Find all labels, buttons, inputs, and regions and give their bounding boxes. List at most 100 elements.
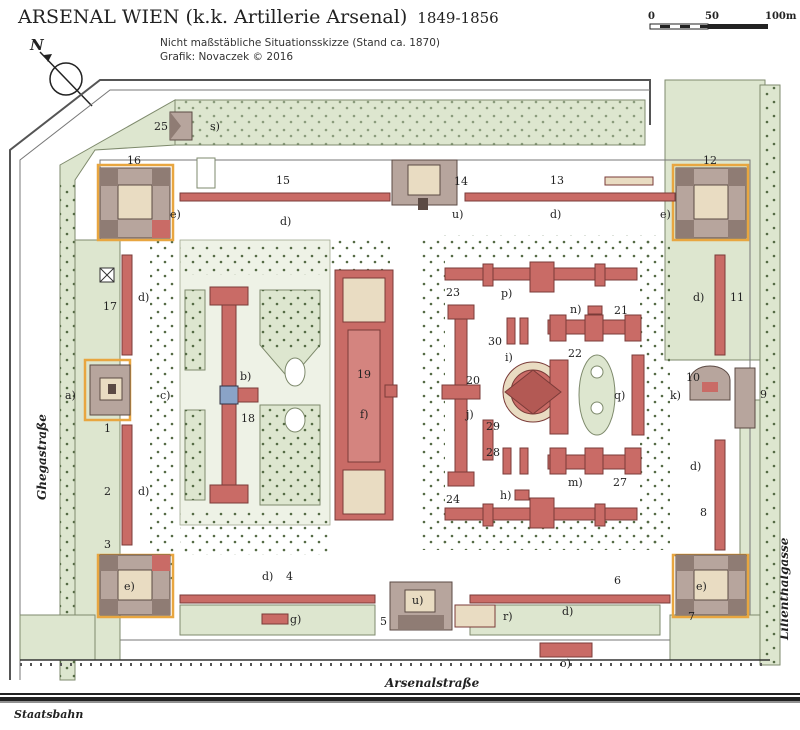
building-27 [547,447,642,475]
label-b: b) [240,370,251,383]
label-e-sw: e) [124,580,135,593]
scale-label-100: 100m [765,11,797,22]
label-r: r) [503,610,513,623]
map-labels: 1 2 3 4 5 6 7 8 9 10 11 12 13 14 15 16 1… [65,120,767,670]
east-gate [689,365,756,429]
map-credit: Grafik: Novaczek © 2016 [160,51,294,63]
label-h: h) [500,489,511,502]
north-letter: N [29,36,45,54]
label-d-west-lower: d) [138,485,149,498]
label-29: 29 [486,420,500,433]
label-11: 11 [730,291,744,304]
label-f: f) [360,408,368,421]
label-28: 28 [486,446,500,459]
street-staatsbahn: Staatsbahn [14,708,84,721]
label-u-south: u) [412,594,423,607]
label-20: 20 [466,374,480,387]
building-g [261,613,289,625]
north-gate [391,159,458,210]
label-e-ne: e) [660,208,671,221]
label-d-west-upper: d) [138,291,149,304]
south-gate [389,581,453,631]
building-25 [169,111,193,141]
label-7: 7 [688,610,695,623]
scale-label-0: 0 [648,11,655,22]
map-title-years: 1849-1856 [417,9,499,27]
building-r [454,604,496,628]
west-gate-tower [89,364,131,416]
label-d-east-upper: d) [693,291,704,304]
label-1: 1 [104,422,111,435]
map-title: ARSENAL WIEN (k.k. Artillerie Arsenal) 1… [18,6,499,28]
street-arsenalstrasse: Arsenalstraße [385,676,480,690]
label-n: n) [570,303,581,316]
label-3: 3 [104,538,111,551]
corner-tower-7 [675,554,747,616]
building-south-24 [444,497,638,529]
building-q [631,354,645,436]
label-d-north-west: d) [280,215,291,228]
label-30: 30 [488,335,502,348]
label-4: 4 [286,570,293,583]
label-25: 25 [154,120,168,133]
building-30-b [519,317,529,345]
yard-north [196,157,216,189]
label-2: 2 [104,485,111,498]
east-gardens [420,235,670,550]
label-d-north-east: d) [550,208,561,221]
building-21 [547,305,642,342]
label-e-se: e) [696,580,707,593]
label-d-south-west: d) [262,570,273,583]
label-12: 12 [703,154,717,167]
label-17: 17 [103,300,117,313]
building-o [539,642,593,658]
label-16: 16 [127,154,141,167]
label-k: k) [670,389,681,402]
label-c: c) [160,389,170,402]
map-subtitle: Nicht maßstäbliche Situationsskizze (Sta… [160,37,441,49]
label-14: 14 [454,175,468,188]
label-e-nw: e) [170,208,181,221]
label-d-east-lower: d) [690,460,701,473]
scale-label-50: 50 [705,11,719,22]
building-north-p [444,261,638,293]
building-west-wing [209,286,259,504]
label-27: 27 [613,476,627,489]
label-6: 6 [614,574,621,587]
label-u-north: u) [452,208,463,221]
label-15: 15 [276,174,290,187]
building-h [514,489,530,501]
label-24: 24 [446,493,460,506]
building-museum [334,269,398,521]
label-g: g) [290,613,301,626]
north-arrow-icon: N [29,36,93,107]
building-29 [482,419,494,461]
label-j: j) [464,408,474,421]
building-30-a [506,317,516,345]
west-gardens [150,239,390,580]
label-8: 8 [700,506,707,519]
corner-tower-3 [99,554,171,616]
label-a: a) [65,389,76,402]
label-23: 23 [446,286,460,299]
label-m: m) [568,476,583,489]
map-title-text: ARSENAL WIEN (k.k. Artillerie Arsenal) [18,6,408,28]
label-9: 9 [760,388,767,401]
label-s: s) [210,120,220,133]
label-10: 10 [686,371,700,384]
label-13: 13 [550,174,564,187]
label-21: 21 [614,304,628,317]
label-d-south-east: d) [562,605,573,618]
building-north-sheds [604,176,654,186]
railway-lines [0,659,800,703]
perimeter-barracks [121,192,726,604]
building-rotunda [502,359,569,435]
label-q: q) [614,389,625,402]
label-18: 18 [241,412,255,425]
label-22: 22 [568,347,582,360]
corner-tower-16 [99,167,171,239]
label-5: 5 [380,615,387,628]
corner-tower-12 [675,167,747,239]
